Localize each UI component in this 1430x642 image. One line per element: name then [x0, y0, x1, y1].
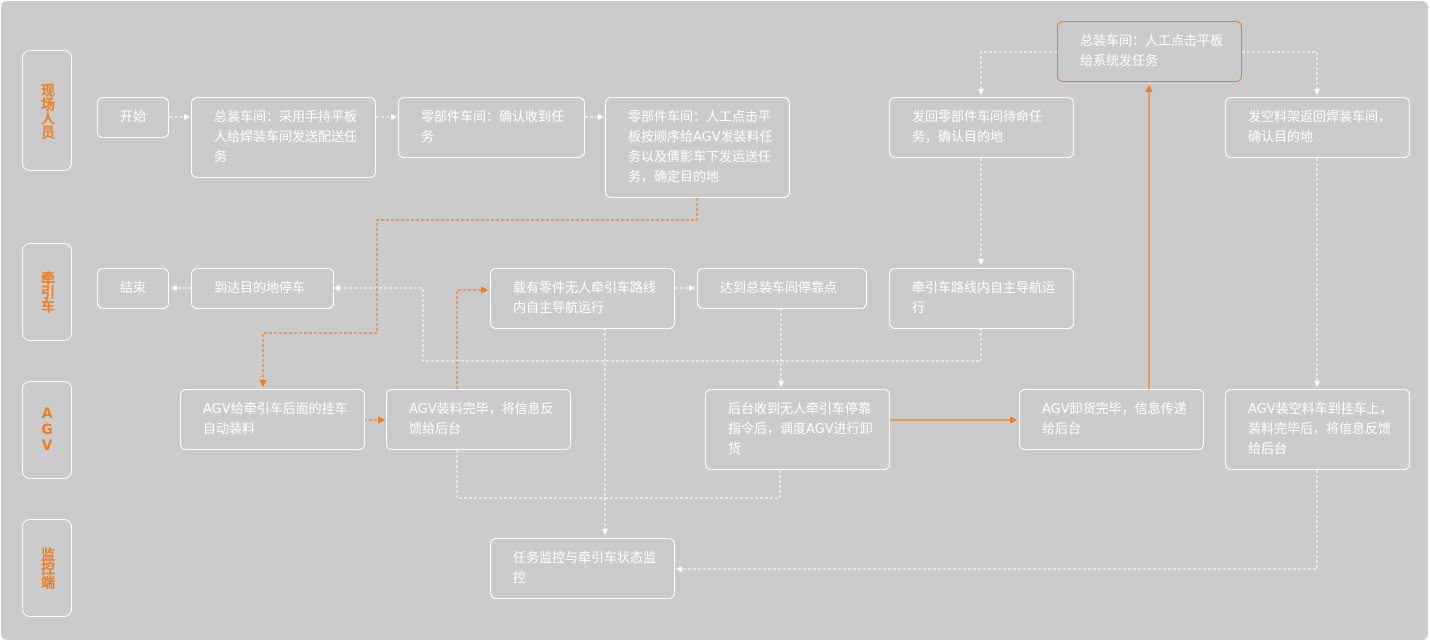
edge-n5-to-n4 — [978, 51, 1057, 95]
node-parts-dispatch-agv: 零部件车间：人工点击平板按顺序给AGV发装料任务以及倩影车下发运送任务，确定目的… — [605, 97, 790, 198]
edge-t4-to-t1 — [334, 285, 982, 362]
node-backend-dispatch-unload: 后台收到无人牵引车停靠指令后，调度AGV进行卸货 — [705, 389, 890, 470]
node-agv-load-done: AGV装料完毕，将信息反馈给后台 — [386, 389, 571, 450]
node-agv-load-empty-cart: AGV装空料车到挂车上，装料完毕后，将信息反馈给后台 — [1225, 389, 1410, 470]
node-return-parts-standby: 发回零部件车间待命任务，确认目的地 — [889, 97, 1074, 158]
edge-a3-to-m1 — [605, 470, 781, 499]
node-end: 结束 — [97, 268, 169, 309]
lane-label-staff: 现场人员 — [39, 82, 55, 139]
node-send-empty-rack: 发空料架返回焊装车间，确认目的地 — [1225, 97, 1410, 158]
edge-n5-to-n6 — [1242, 51, 1320, 95]
lane-label-monitor: 监控端 — [39, 547, 55, 589]
node-agv-unload-done: AGV卸货完毕，信息传递给后台 — [1019, 389, 1204, 450]
lane-header-monitor: 监控端 — [22, 519, 72, 617]
node-parts-confirm-task: 零部件车间：确认收到任务 — [398, 97, 585, 158]
node-tractor-loaded-navigation: 载有零件无人牵引车路线内自主导航运行 — [490, 268, 675, 329]
lane-label-agv: AGV — [39, 406, 55, 454]
node-task-monitor: 任务监控与牵引车状态监控 — [490, 538, 675, 599]
lane-header-agv: AGV — [22, 381, 72, 479]
node-start: 开始 — [97, 97, 169, 138]
node-arrive-destination: 到达目的地停车 — [191, 268, 334, 309]
node-tractor-navigation: 牵引车路线内自主导航运行 — [889, 268, 1074, 329]
node-arrive-assembly-stop: 达到总装车间停靠点 — [697, 268, 867, 309]
node-agv-auto-load: AGV给牵引车后面的挂车自动装料 — [180, 389, 365, 450]
node-assembly-send-task: 总装车间：采用手持平板人给焊装车间发送配送任务 — [191, 97, 376, 178]
edge-a2-to-t2 — [456, 286, 489, 389]
node-assembly-tablet-task: 总装车间：人工点击平板给系统发任务 — [1057, 21, 1242, 82]
edge-a5-to-m1 — [676, 470, 1318, 572]
lane-header-tractor: 牵引车 — [22, 243, 72, 341]
lane-header-staff: 现场人员 — [22, 50, 72, 171]
lane-label-tractor: 牵引车 — [39, 271, 55, 313]
edge-a2-to-m1 — [456, 450, 605, 499]
edge-n3-to-a1 — [259, 198, 698, 388]
